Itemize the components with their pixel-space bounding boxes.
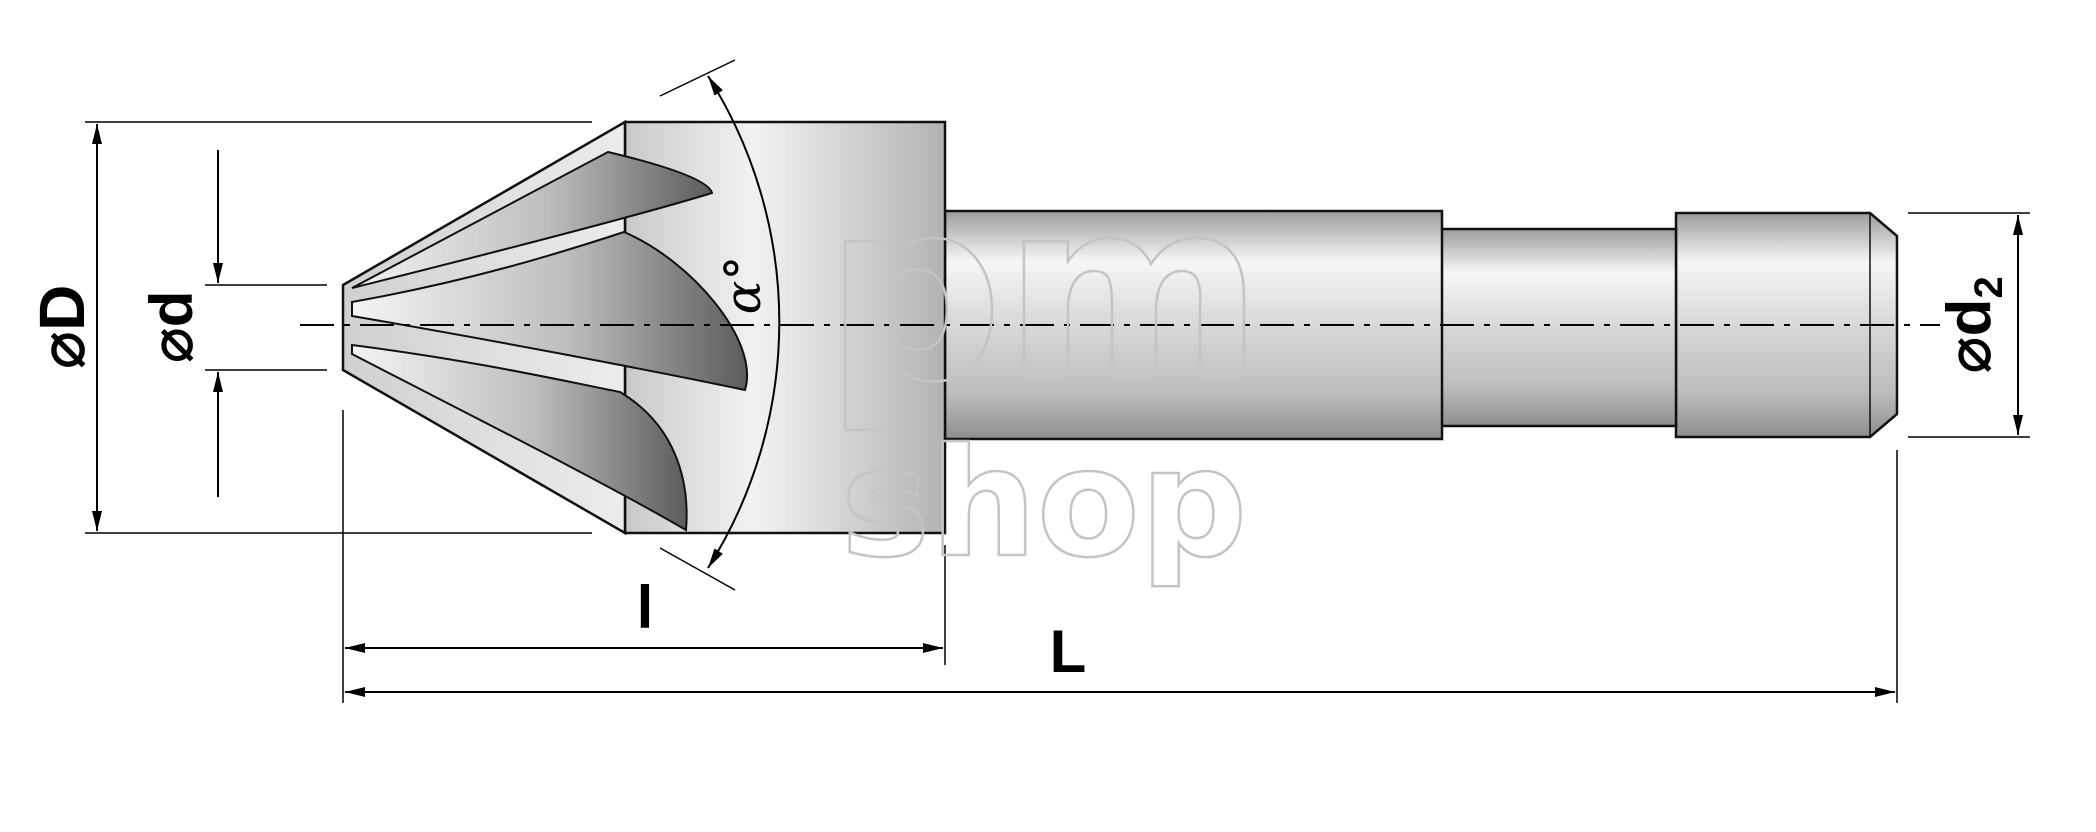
watermark: pm shop: [823, 145, 1265, 593]
extension-lines: [85, 59, 2030, 703]
label-outer-diameter: ⌀D: [26, 285, 98, 370]
tool-body: [341, 75, 1899, 569]
tip-diameter-symbol: ⌀: [138, 327, 205, 363]
dimension-lines: [92, 124, 2023, 697]
tip-diameter-letter: d: [138, 291, 205, 328]
shank-diameter-symbol: ⌀: [1935, 336, 2004, 373]
label-total-length: L: [1050, 618, 1087, 685]
label-cutting-length: l: [637, 574, 654, 641]
label-shank-diameter: ⌀d2: [1935, 276, 2011, 373]
watermark-pm: pm: [824, 146, 1263, 437]
watermark-shop: shop: [841, 417, 1248, 591]
flute-top: [351, 150, 714, 289]
angle-arc: [707, 75, 781, 569]
label-tip-diameter: ⌀d: [138, 291, 205, 364]
shank-diameter-letter: d: [1935, 299, 2004, 337]
shank-diameter-subscript: 2: [1967, 276, 2011, 298]
flute-bottom: [351, 343, 688, 532]
shank-neck: [1438, 227, 1678, 428]
label-angle: α°: [714, 256, 772, 315]
